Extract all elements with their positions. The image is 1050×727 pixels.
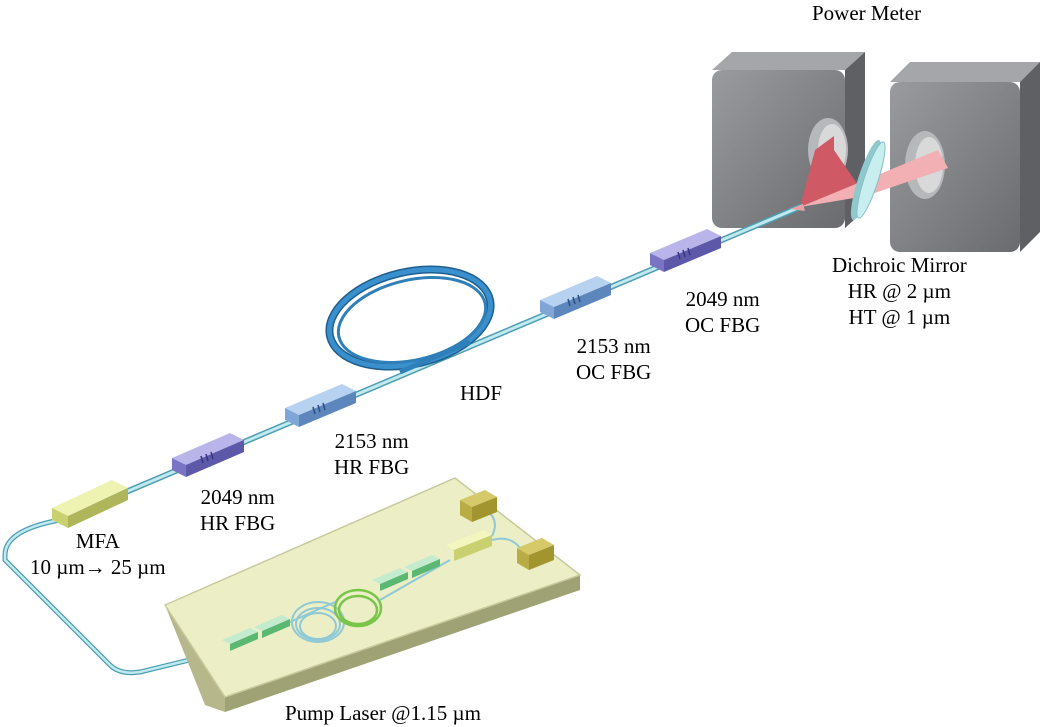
fbg-2153-oc-line-2: OC FBG <box>576 360 652 384</box>
fbg-2049-oc-line-2: OC FBG <box>685 313 761 337</box>
fbg-2153-hr-line-2: HR FBG <box>334 455 410 479</box>
pump-laser-label: Pump Laser @1.15 µm <box>285 700 481 726</box>
pump-combiner <box>446 530 492 561</box>
mfa <box>52 480 128 528</box>
fbg-2049-oc-label: 2049 nm OC FBG <box>685 286 760 338</box>
dichroic-line-1: Dichroic Mirror <box>832 253 967 277</box>
dichroic-mirror <box>850 139 886 221</box>
fbg-2153-hr-line-1: 2153 nm <box>334 429 409 453</box>
power-meter-left <box>712 52 865 228</box>
fbg-2153-hr-label: 2153 nm HR FBG <box>334 428 409 480</box>
power-meter-right <box>890 62 1040 252</box>
power-meter-label: Power Meter <box>812 0 921 26</box>
fbg-2049-hr-line-2: HR FBG <box>200 511 276 535</box>
pump-fbg-3 <box>372 568 408 591</box>
fbg-2049-oc-line-1: 2049 nm <box>685 287 760 311</box>
fbg-2153-oc-label: 2153 nm OC FBG <box>576 333 651 385</box>
dichroic-mirror-label: Dichroic Mirror HR @ 2 µm HT @ 1 µm <box>832 252 967 330</box>
fbg-2153-hr <box>285 384 356 427</box>
pump-laser <box>163 477 582 712</box>
fbg-2049-hr <box>172 433 244 477</box>
pump-fbg-4 <box>404 555 440 578</box>
mfa-line-2: 10 µm→ 25 µm <box>30 555 166 579</box>
fbg-2049-oc <box>650 229 721 272</box>
fbg-2153-oc-line-1: 2153 nm <box>576 334 651 358</box>
pump-diode-2 <box>517 538 554 570</box>
hdf-coil <box>325 265 495 375</box>
pump-coil-green <box>333 588 383 628</box>
fbg-2049-hr-label: 2049 nm HR FBG <box>200 484 275 536</box>
mfa-line-1: MFA <box>75 529 120 553</box>
pump-fbg-1 <box>222 628 258 651</box>
dichroic-line-3: HT @ 1 µm <box>848 305 951 329</box>
pump-laser-text: Pump Laser @1.15 µm <box>285 701 481 725</box>
power-meter-text: Power Meter <box>812 1 922 25</box>
fbg-2153-oc <box>540 276 611 319</box>
fbg-2049-hr-line-1: 2049 nm <box>200 485 275 509</box>
dichroic-line-2: HR @ 2 µm <box>847 279 951 303</box>
mfa-label: MFA 10 µm→ 25 µm <box>30 528 166 580</box>
hdf-label: HDF <box>460 380 502 406</box>
hdf-text: HDF <box>460 381 503 405</box>
pump-diode-1 <box>460 490 497 522</box>
pump-fbg-2 <box>254 615 290 638</box>
